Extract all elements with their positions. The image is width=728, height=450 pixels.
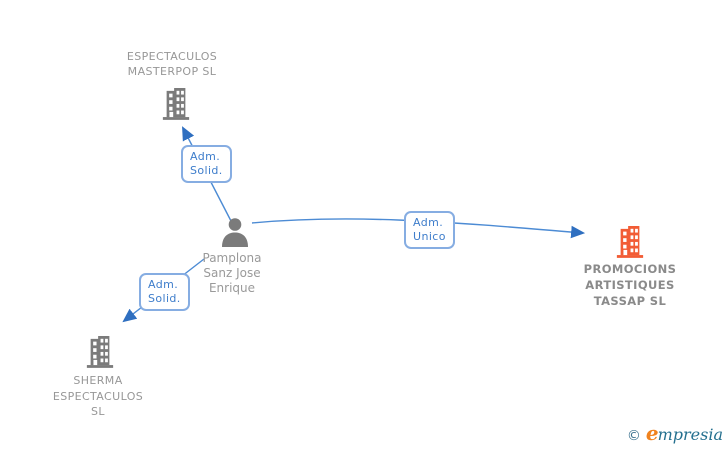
- copyright-symbol: ©: [626, 428, 641, 444]
- edge-label-line: Solid.: [190, 164, 223, 177]
- person-name-line: Enrique: [208, 281, 256, 295]
- edge-label-adm-unico-tassap: Adm. Unico: [404, 211, 455, 249]
- building-icon[interactable]: [161, 86, 191, 120]
- company-name-line: ESPECTACULOS: [52, 389, 144, 403]
- company-label-sherma[interactable]: SHERMA ESPECTACULOS SL: [28, 373, 168, 420]
- edge-person-to-tassap: [251, 218, 586, 239]
- building-icon[interactable]: [615, 224, 645, 258]
- person-icon[interactable]: [219, 217, 251, 249]
- edge-label-adm-solid-sherma: Adm. Solid.: [139, 273, 190, 311]
- company-name-line: MASTERPOP SL: [127, 64, 217, 78]
- company-name-line: ARTISTIQUES: [585, 278, 675, 292]
- edge-label-adm-solid-masterpop: Adm. Solid.: [181, 145, 232, 183]
- person-name-line: Sanz Jose: [203, 266, 261, 280]
- edge-label-line: Solid.: [148, 292, 181, 305]
- empresia-logo[interactable]: © empresia: [627, 421, 723, 445]
- edge-label-line: Unico: [413, 230, 446, 243]
- company-label-masterpop[interactable]: ESPECTACULOS MASTERPOP SL: [92, 50, 252, 79]
- empresia-rest: mpresia: [657, 425, 723, 444]
- edge-label-line: Adm.: [148, 278, 179, 291]
- edge-label-line: Adm.: [413, 216, 444, 229]
- building-icon[interactable]: [85, 334, 115, 368]
- company-name-line: SL: [91, 405, 105, 418]
- person-label[interactable]: Pamplona Sanz Jose Enrique: [162, 251, 302, 296]
- company-name-line: PROMOCIONS: [583, 262, 677, 276]
- person-name-line: Pamplona: [202, 251, 262, 265]
- company-label-tassap[interactable]: PROMOCIONS ARTISTIQUES TASSAP SL: [555, 261, 705, 309]
- empresia-initial: e: [645, 421, 659, 445]
- edge-label-line: Adm.: [190, 150, 221, 163]
- company-name-line: ESPECTACULOS: [126, 50, 218, 63]
- company-name-line: SHERMA: [73, 374, 123, 387]
- empresia-wordmark: empresia: [646, 421, 723, 445]
- company-name-line: TASSAP SL: [593, 294, 667, 308]
